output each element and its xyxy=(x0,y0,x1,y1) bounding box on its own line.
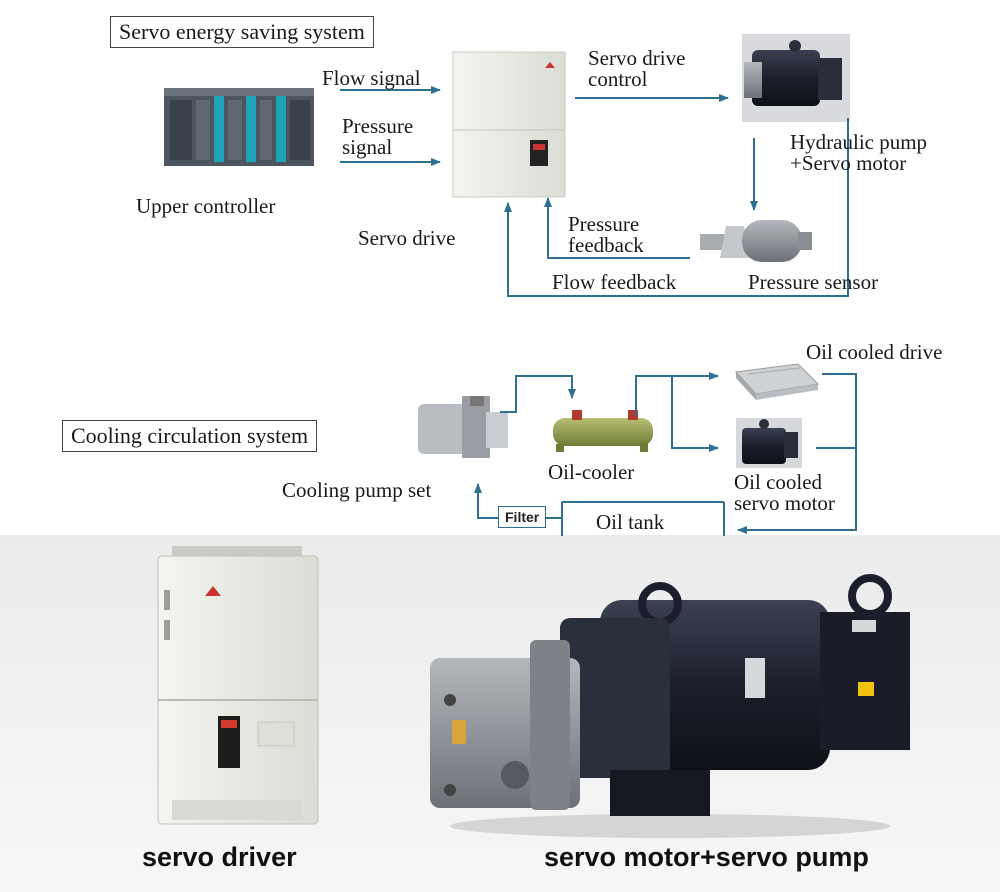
cooling-pump-label: Cooling pump set xyxy=(282,478,432,502)
flow-signal-label: Flow signal xyxy=(322,66,421,90)
servo-drive-control-label-line2: control xyxy=(588,67,648,91)
pump-motor-label-line2: +Servo motor xyxy=(790,151,907,175)
cooling-pump-image xyxy=(418,396,508,458)
pressure-signal-label-line1: Pressure xyxy=(342,114,414,138)
cooling-system-title: Cooling circulation system xyxy=(62,420,318,452)
pressure-feedback-arrow xyxy=(544,197,690,259)
servo-drive-image xyxy=(452,51,566,198)
pressure-sensor-image xyxy=(700,220,812,262)
pressure-feedback-label-line1: Pressure xyxy=(568,212,640,236)
pump-to-cooler-arrow xyxy=(500,375,576,413)
oil-tank-label: Oil tank xyxy=(596,510,665,534)
oil-cooler-image xyxy=(553,410,653,452)
filter-box: Filter xyxy=(498,506,547,528)
pump-motor-image-top xyxy=(742,34,850,122)
pressure-sensor-label: Pressure sensor xyxy=(748,270,879,294)
servo-system-title: Servo energy saving system xyxy=(110,16,374,48)
plc-rack-image xyxy=(164,88,314,166)
oil-cooled-motor-label-line2: servo motor xyxy=(734,491,835,515)
servo-drive-label: Servo drive xyxy=(358,226,456,250)
pump-motor-label-line1: Hydraulic pump xyxy=(790,130,928,154)
upper-controller-label: Upper controller xyxy=(136,194,276,218)
pressure-signal-label-line2: signal xyxy=(342,135,393,159)
oil-cooler-label: Oil-cooler xyxy=(548,460,635,484)
motor-pump-caption: servo motor+servo pump xyxy=(544,842,869,872)
flow-feedback-arrow xyxy=(504,118,849,297)
oil-cooled-drive-label: Oil cooled drive xyxy=(806,340,943,364)
return-to-tank-arrow xyxy=(737,448,857,534)
oil-cooled-motor-image xyxy=(736,418,802,468)
drive-return-line xyxy=(816,373,857,449)
oil-cooled-motor-label-line1: Oil cooled xyxy=(734,470,823,494)
flow-feedback-label: Flow feedback xyxy=(552,270,677,294)
cooler-to-motor-arrow xyxy=(671,376,719,452)
pressure-feedback-label-line2: feedback xyxy=(568,233,644,257)
servo-drive-control-label-line1: Servo drive xyxy=(588,46,686,70)
servo-driver-caption: servo driver xyxy=(142,842,297,872)
oil-cooled-drive-image xyxy=(734,363,820,400)
servo-driver-photo xyxy=(157,546,319,825)
cooler-outlet-line xyxy=(635,375,672,416)
motor-pump-photo xyxy=(430,574,910,838)
